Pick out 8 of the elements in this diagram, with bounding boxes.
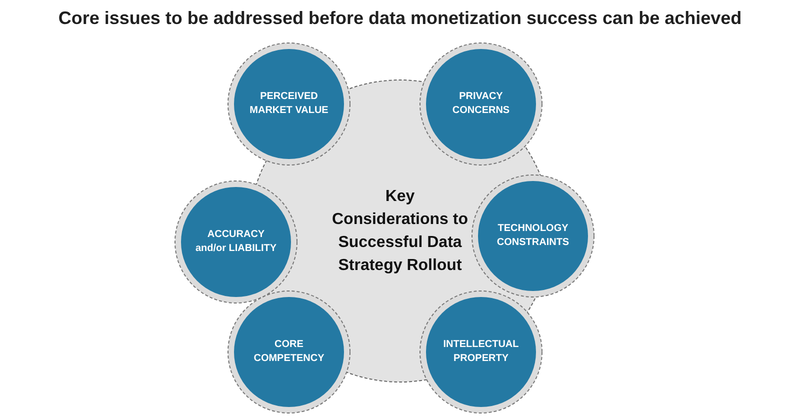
node-label: TECHNOLOGY CONSTRAINTS: [496, 222, 570, 250]
node-label: CORE COMPETENCY: [252, 338, 326, 366]
title: Core issues to be addressed before data monetization success can be achieved: [57, 8, 743, 29]
node-label: Key Considerations to Successful Data Strategy Rollout: [330, 187, 469, 276]
node-label: INTELLECTUAL PROPERTY: [442, 338, 520, 366]
node-label: PRIVACY CONCERNS: [451, 90, 511, 118]
node-label: ACCURACY and/or LIABILITY: [194, 228, 278, 256]
node-label: PERCEIVED MARKET VALUE: [248, 90, 330, 118]
